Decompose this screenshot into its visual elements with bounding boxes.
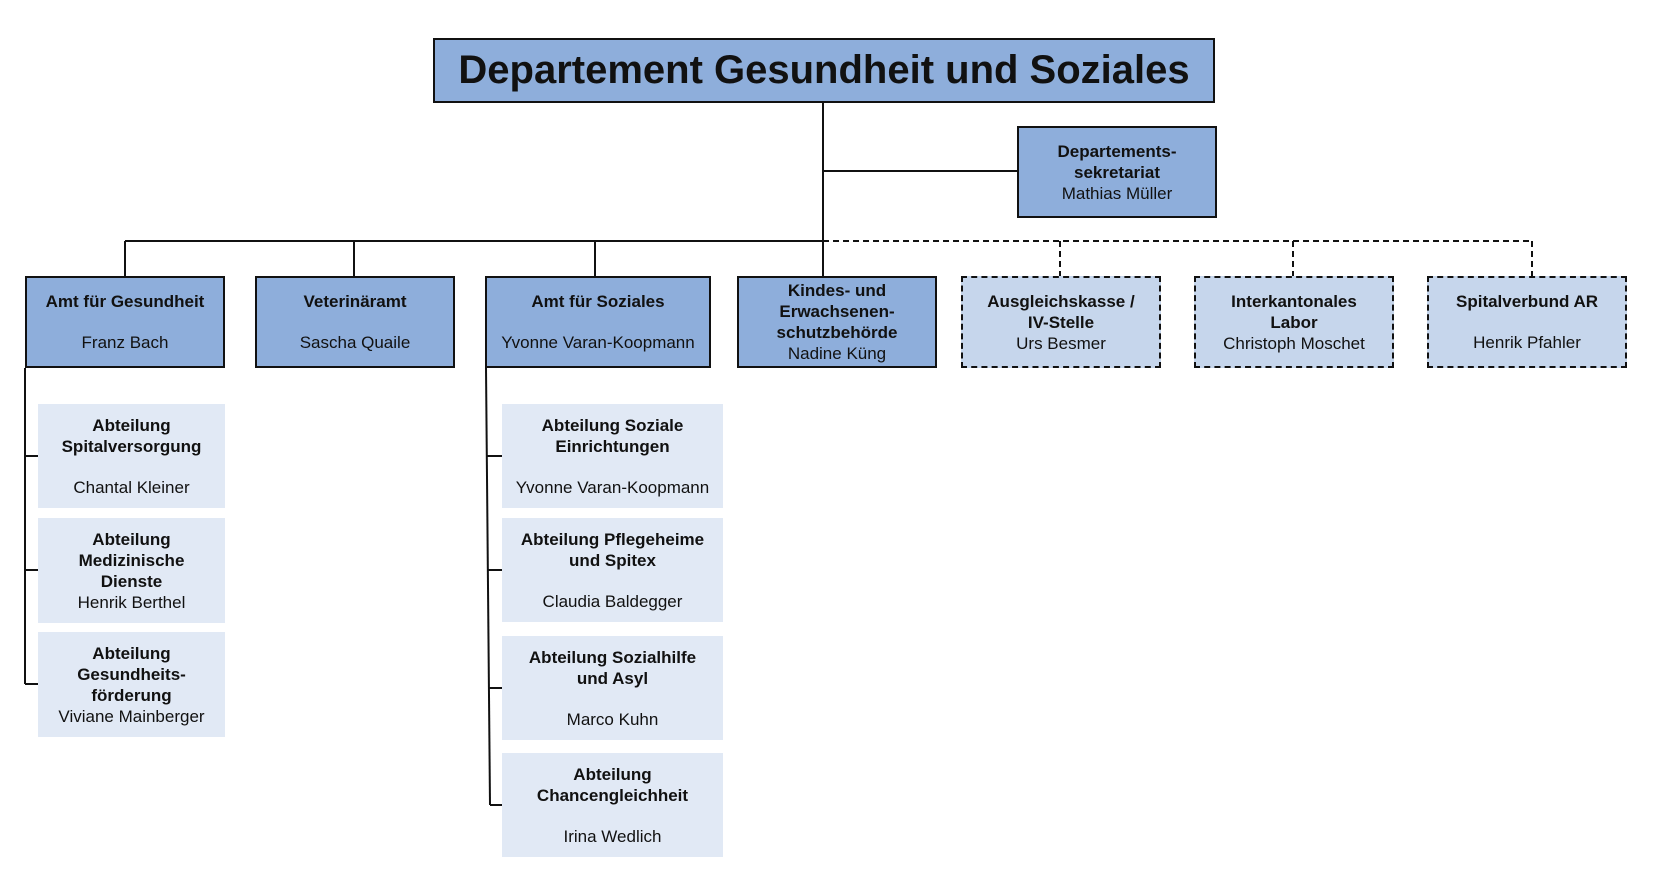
division-box-chancengleichheit[interactable]: Abteilung Chancengleichheit Irina Wedlic… (502, 753, 723, 857)
division-title: Abteilung Spitalversorgung (61, 415, 202, 456)
unit-box-amt-gesundheit[interactable]: Amt für Gesundheit Franz Bach (25, 276, 225, 368)
unit-title: Spitalverbund AR (1456, 292, 1598, 311)
root-department-box[interactable]: Departement Gesundheit und Soziales (433, 38, 1215, 103)
division-head-name: Viviane Mainberger (58, 706, 205, 726)
division-head-name: Claudia Baldegger (542, 591, 683, 611)
unit-box-spitalverbund[interactable]: Spitalverbund AR Henrik Pfahler (1427, 276, 1627, 368)
unit-head-name: Yvonne Varan-Koopmann (501, 333, 695, 352)
division-box-soziale-einrichtungen[interactable]: Abteilung Soziale Einrichtungen Yvonne V… (502, 404, 723, 508)
division-box-pflegeheime-spitex[interactable]: Abteilung Pflegeheime und Spitex Claudia… (502, 518, 723, 622)
unit-head-name: Sascha Quaile (299, 333, 411, 352)
unit-head-name: Franz Bach (81, 333, 169, 352)
root-title: Departement Gesundheit und Soziales (458, 48, 1190, 92)
staff-secretariat-box[interactable]: Departements- sekretariat Mathias Müller (1017, 126, 1217, 218)
unit-head-name: Nadine Küng (787, 344, 887, 363)
unit-box-ausgleichskasse[interactable]: Ausgleichskasse / IV-Stelle Urs Besmer (961, 276, 1161, 368)
unit-head-name: Henrik Pfahler (1473, 333, 1581, 352)
division-box-medizinische-dienste[interactable]: Abteilung Medizinische Dienste Henrik Be… (38, 518, 225, 623)
unit-title: Amt für Gesundheit (45, 292, 205, 311)
division-title: Abteilung Chancengleichheit (536, 764, 689, 805)
unit-head-name: Urs Besmer (1016, 333, 1106, 353)
unit-head-name: Christoph Moschet (1223, 333, 1365, 353)
division-title: Abteilung Pflegeheime und Spitex (520, 529, 705, 570)
unit-box-kesb[interactable]: Kindes- und Erwachsenen- schutzbehörde N… (737, 276, 937, 368)
unit-box-interkantonales-labor[interactable]: Interkantonales Labor Christoph Moschet (1194, 276, 1394, 368)
division-head-name: Irina Wedlich (563, 826, 662, 846)
division-title: Abteilung Medizinische Dienste (78, 529, 185, 591)
unit-title: Ausgleichskasse / IV-Stelle (987, 291, 1135, 332)
division-box-gesundheitsfoerderung[interactable]: Abteilung Gesundheits- förderung Viviane… (38, 632, 225, 737)
unit-box-amt-soziales[interactable]: Amt für Soziales Yvonne Varan-Koopmann (485, 276, 711, 368)
division-head-name: Yvonne Varan-Koopmann (515, 477, 710, 497)
unit-title: Kindes- und Erwachsenen- schutzbehörde (776, 281, 898, 342)
division-title: Abteilung Soziale Einrichtungen (541, 415, 684, 456)
division-head-name: Chantal Kleiner (73, 477, 190, 497)
division-head-name: Marco Kuhn (566, 709, 659, 729)
unit-title: Veterinäramt (303, 292, 407, 311)
division-head-name: Henrik Berthel (77, 592, 186, 612)
staff-title: Departements- sekretariat (1057, 141, 1177, 182)
soziales-division-trunk (485, 367, 491, 806)
division-title: Abteilung Gesundheits- förderung (77, 643, 186, 705)
unit-box-veterinaeramt[interactable]: Veterinäramt Sascha Quaile (255, 276, 455, 368)
staff-name: Mathias Müller (1061, 183, 1173, 203)
division-title: Abteilung Sozialhilfe und Asyl (528, 647, 697, 688)
division-box-spitalversorgung[interactable]: Abteilung Spitalversorgung Chantal Klein… (38, 404, 225, 508)
division-box-sozialhilfe-asyl[interactable]: Abteilung Sozialhilfe und Asyl Marco Kuh… (502, 636, 723, 740)
unit-title: Interkantonales Labor (1231, 291, 1357, 332)
unit-title: Amt für Soziales (531, 292, 665, 311)
